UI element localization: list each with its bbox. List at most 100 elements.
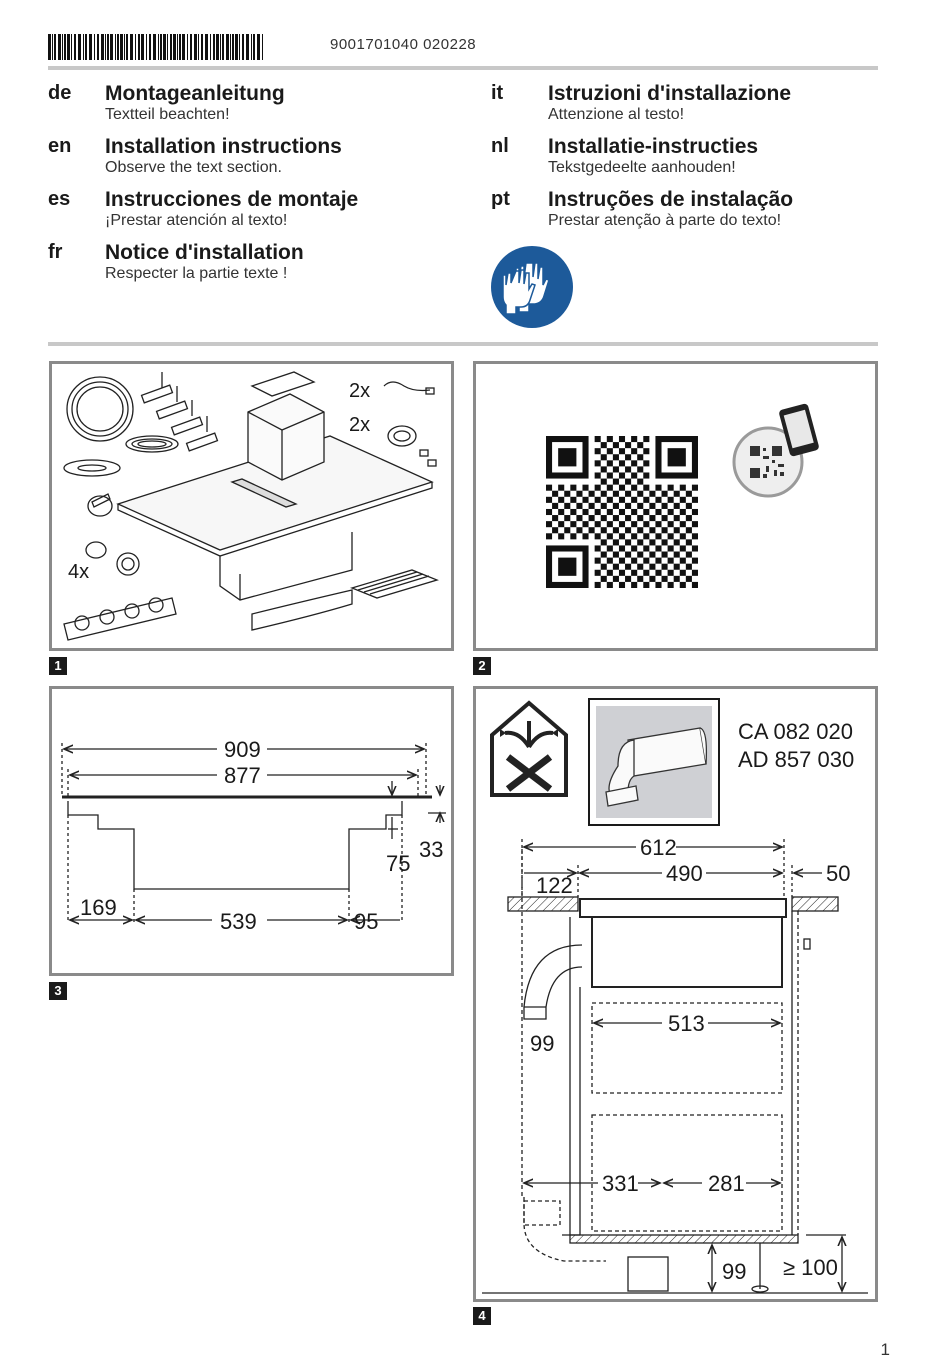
barcode-bar: [187, 34, 188, 60]
barcode-bar: [232, 34, 234, 60]
barcode-bar: [62, 34, 63, 60]
qr-module: [637, 454, 644, 461]
qr-module: [637, 575, 644, 582]
qr-module: [691, 484, 698, 491]
qr-module: [618, 508, 626, 516]
house-recirculation-icon: [490, 700, 568, 797]
qr-module: [643, 545, 650, 552]
qr-module: [625, 551, 632, 558]
qr-module: [685, 575, 692, 582]
lang-title: Instruções de instalação: [548, 188, 794, 211]
qr-module: [661, 563, 668, 570]
lang-title: Montageanleitung: [105, 82, 285, 105]
qr-module: [655, 508, 662, 516]
barcode-bar: [130, 34, 133, 60]
qr-module: [625, 563, 632, 570]
qr-module: [631, 484, 638, 491]
dim-body: 539: [220, 909, 257, 934]
qr-module: [667, 496, 674, 503]
qr-module: [643, 436, 650, 443]
qr-module: [588, 502, 595, 509]
lang-code: it: [491, 82, 504, 104]
barcode-bar: [205, 34, 208, 60]
qr-module: [631, 533, 638, 540]
qr-module: [691, 508, 698, 516]
dim-490: 490: [666, 861, 703, 886]
qr-module: [685, 490, 692, 497]
qr-module: [661, 490, 668, 497]
barcode-bar: [48, 34, 51, 60]
qr-module: [679, 569, 686, 576]
qr-module: [582, 533, 589, 540]
barcode-bar: [230, 34, 231, 60]
barcode-bar: [177, 34, 178, 60]
qr-module: [649, 575, 656, 582]
barcode-bar: [246, 34, 249, 60]
qr-module: [612, 575, 619, 582]
qr-module: [673, 515, 680, 522]
barcode-bar: [58, 34, 61, 60]
qr-module: [594, 508, 601, 516]
page-number: 1: [880, 1340, 890, 1359]
figure-3-panel: 909 877 169 539 95 75 33: [49, 686, 454, 976]
qr-module: [612, 539, 619, 546]
qr-module: [643, 521, 650, 528]
qr-module: [649, 515, 656, 522]
qr-module: [643, 557, 650, 564]
qr-module: [570, 496, 577, 503]
barcode-bar: [94, 34, 95, 60]
qr-module: [685, 527, 692, 534]
lang-code: fr: [48, 241, 63, 263]
qr-module: [546, 484, 553, 491]
qr-module: [673, 490, 680, 497]
qr-module: [625, 502, 632, 509]
dim-612: 612: [640, 835, 677, 860]
barcode-bar: [101, 34, 104, 60]
qr-module: [661, 539, 668, 546]
qr-code-icon: [546, 436, 698, 588]
qr-module: [594, 448, 601, 455]
qr-module: [576, 502, 583, 509]
figure-2-badge: 2: [473, 657, 491, 675]
lang-subtitle: Textteil beachten!: [105, 106, 230, 123]
lang-subtitle: ¡Prestar atención al texto!: [105, 212, 288, 229]
qr-module: [546, 496, 553, 503]
qr-module: [655, 484, 662, 491]
qr-module: [600, 442, 607, 449]
barcode-bar: [146, 34, 147, 60]
qr-module: [637, 466, 644, 473]
dim-left: 169: [80, 895, 117, 920]
qr-module: [552, 502, 559, 509]
qr-module: [606, 581, 613, 588]
qr-module: [588, 515, 595, 522]
qr-module: [691, 496, 698, 503]
qr-module: [564, 502, 571, 509]
qr-module: [594, 496, 601, 503]
barcode-bar: [262, 34, 263, 60]
barcode-bar: [173, 34, 176, 60]
qr-module: [612, 551, 619, 558]
qr-module: [643, 460, 650, 467]
qr-module: [600, 539, 607, 546]
qr-module: [655, 496, 662, 503]
qr-module: [691, 557, 698, 564]
qr-module: [679, 533, 686, 540]
qr-module: [612, 527, 619, 534]
barcode-bar: [163, 34, 166, 60]
duct-elbow-icon: [596, 706, 712, 818]
dim-513: 513: [668, 1011, 705, 1036]
qr-module: [612, 563, 619, 570]
lang-code: es: [48, 188, 71, 210]
dim-331: 331: [602, 1171, 639, 1196]
qr-module: [600, 575, 607, 582]
qr-module: [637, 515, 644, 522]
qr-module: [637, 502, 644, 509]
barcode-bar: [167, 34, 168, 60]
qr-module: [685, 502, 692, 509]
qr-module: [606, 484, 613, 491]
lang-subtitle: Prestar atenção à parte do texto!: [548, 212, 782, 229]
qr-module: [637, 539, 644, 546]
qr-module: [631, 436, 638, 443]
qr-module: [618, 521, 626, 528]
qr-module: [570, 521, 577, 528]
